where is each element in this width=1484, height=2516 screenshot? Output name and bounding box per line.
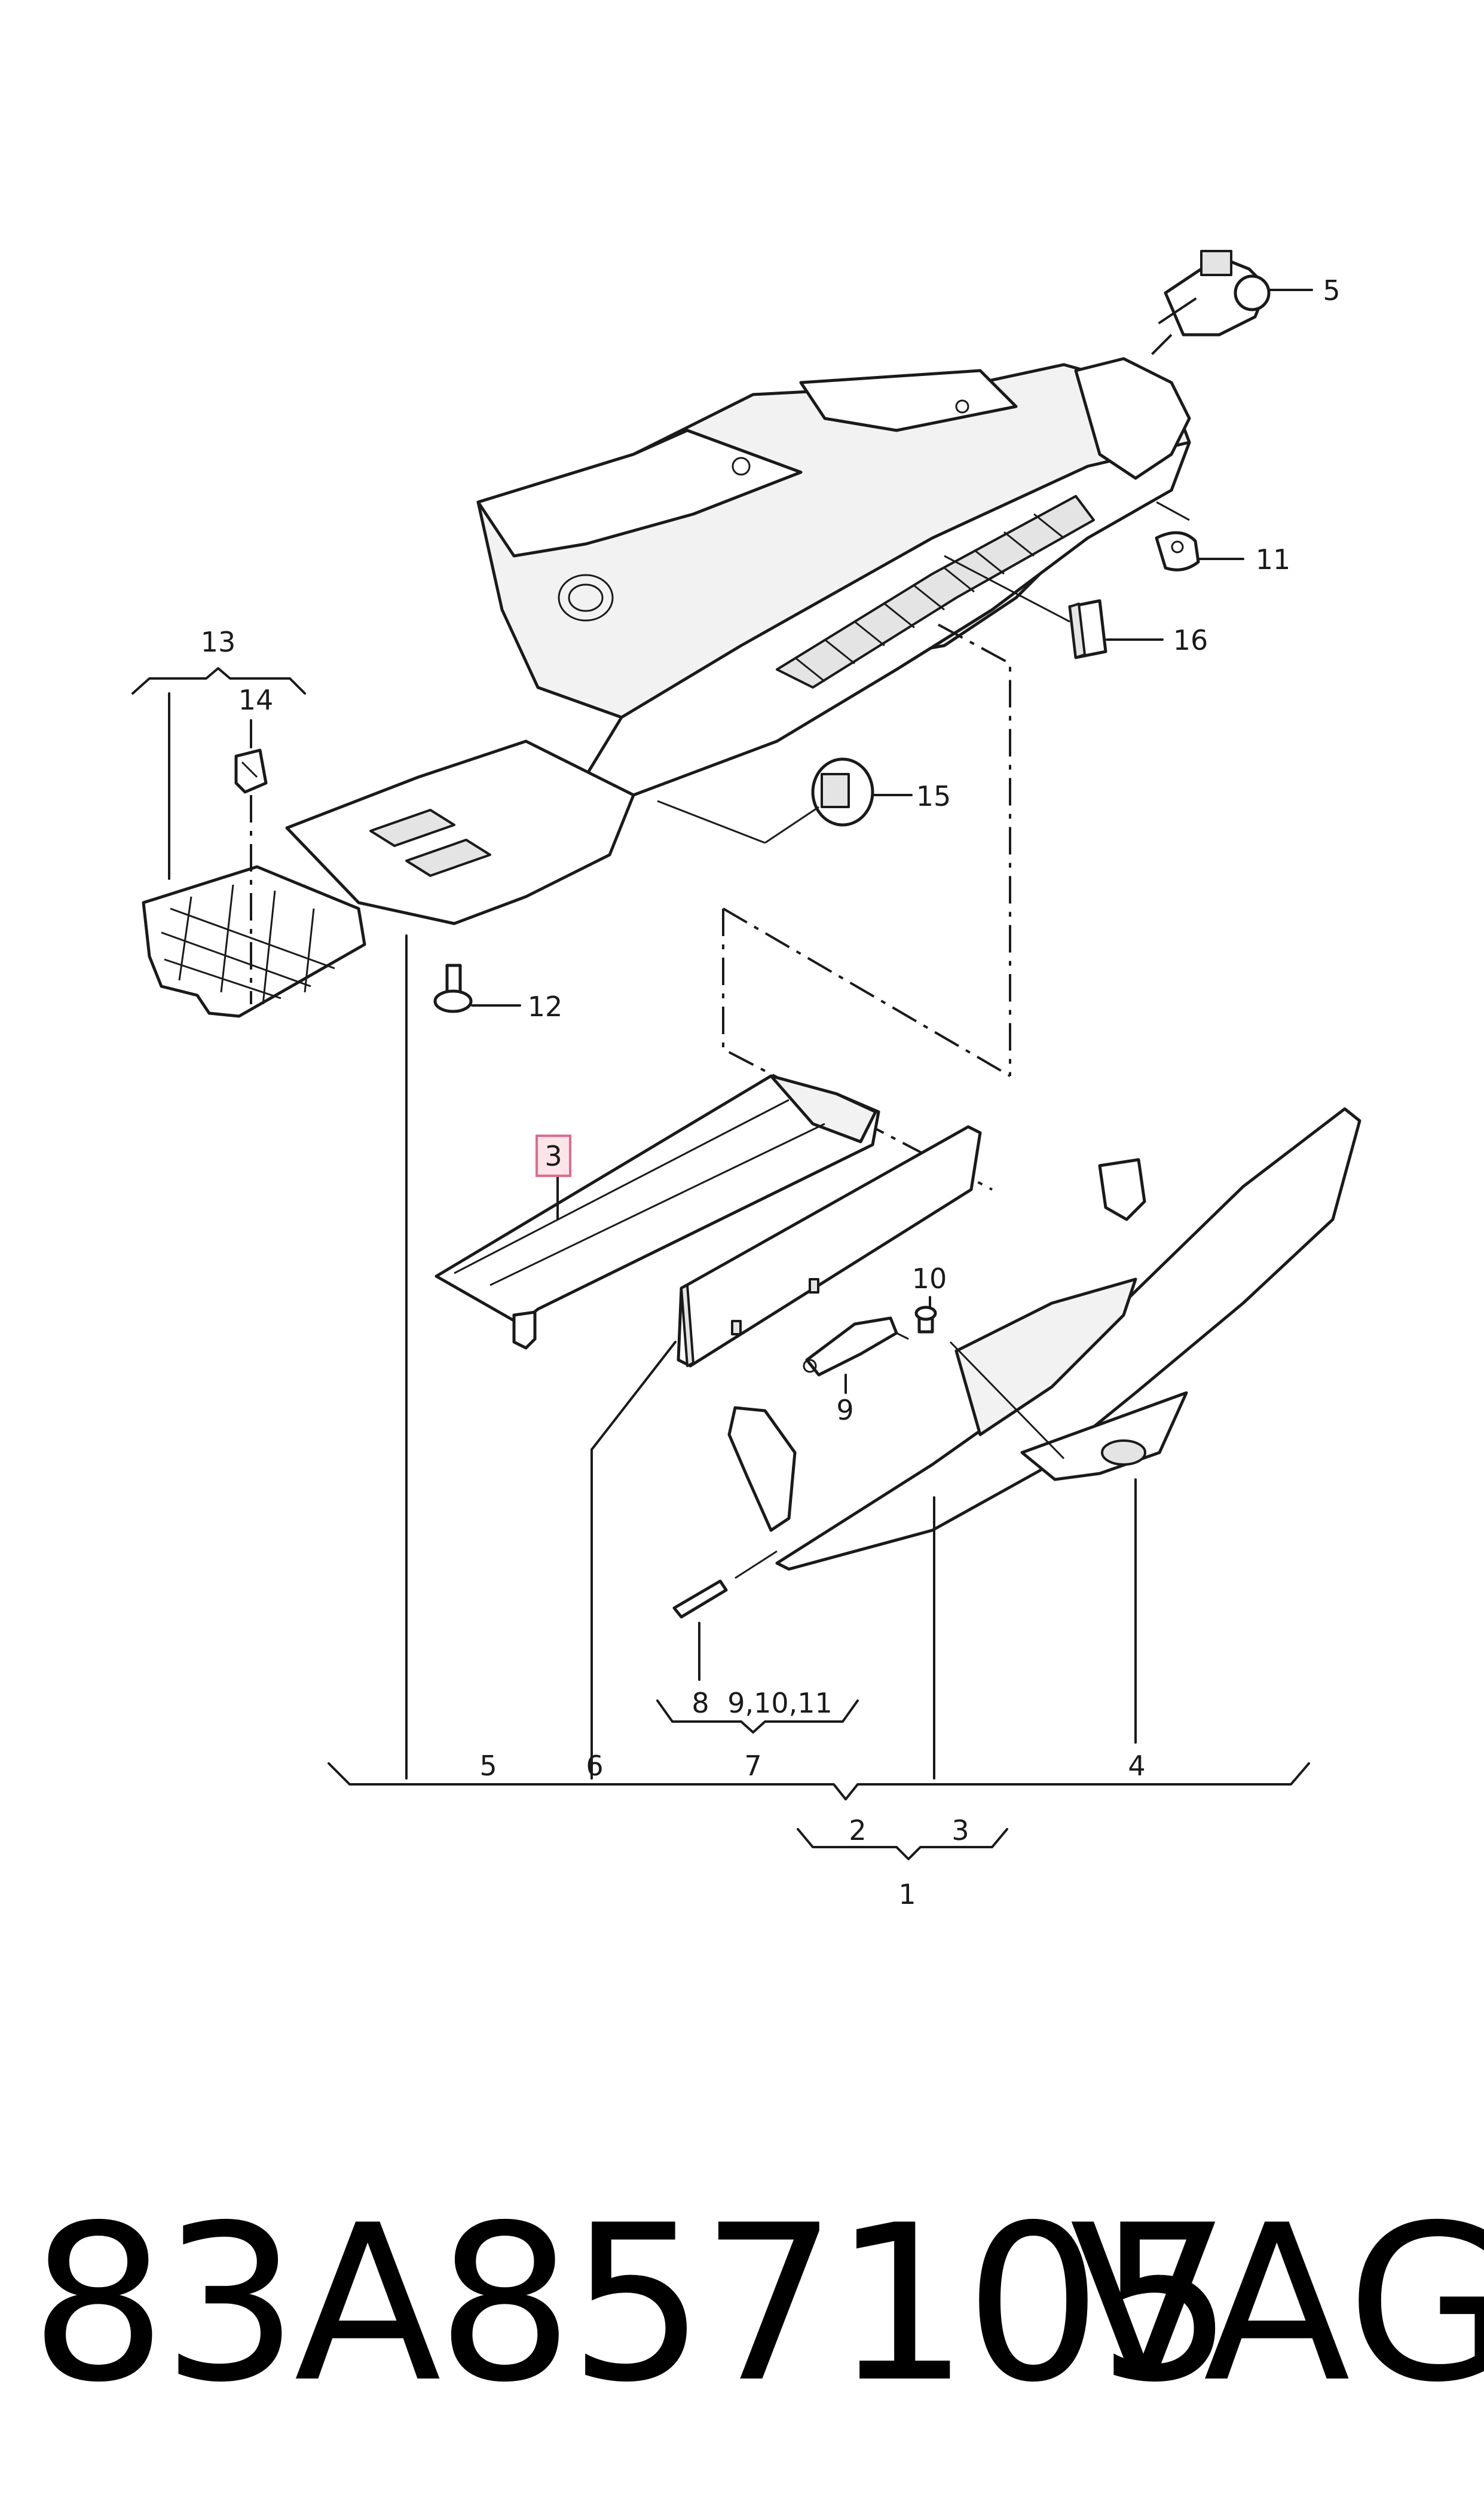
callout-14: 14 [238,684,274,716]
callout-5-bottom: 5 [479,1750,497,1782]
lock-cylinder-part [1158,250,1271,337]
callout-3-bottom: 3 [951,1814,969,1847]
fastener-part-15 [811,757,874,827]
callout-10: 10 [912,1262,947,1295]
panel-part-6 [677,1125,982,1368]
screw-part-10 [914,1306,937,1334]
exploded-parts-diagram: 5 11 16 13 14 15 12 3 10 9 8 9,10,11 7 5… [131,250,1361,1910]
callout-8: 8 [691,1687,709,1719]
callout-4: 4 [1128,1750,1145,1782]
callout-13: 13 [201,626,236,658]
grille-panel-part-13 [142,865,366,1018]
callout-5-top: 5 [1323,274,1340,307]
callout-6: 6 [586,1750,603,1782]
callout-15: 15 [916,780,951,812]
callout-3-highlighted: 3 [544,1140,562,1172]
tray-part-3 [435,1074,880,1350]
callout-2: 2 [849,1814,866,1847]
callout-1: 1 [898,1878,916,1910]
callout-16: 16 [1173,624,1208,656]
glovebox-lid-part [727,1107,1361,1571]
screw-part-12 [433,964,473,1013]
callout-9-10-11: 9,10,11 [727,1687,833,1719]
callout-11: 11 [1256,543,1291,576]
cap-part-16 [1068,599,1107,659]
glovebox-carrier-part [285,357,1191,925]
callout-12: 12 [528,990,563,1023]
brand-caption: VAG [1070,2179,1484,2429]
callout-7: 7 [744,1750,761,1782]
clip-part-11 [1155,531,1200,571]
latch-part-9 [803,1316,898,1377]
pin-part-8 [672,1579,728,1619]
callout-9: 9 [836,1394,853,1426]
highlight-box-3 [536,1135,571,1177]
part-number-caption: 83A857105 [30,2179,1234,2429]
clip-part-14 [234,748,268,794]
